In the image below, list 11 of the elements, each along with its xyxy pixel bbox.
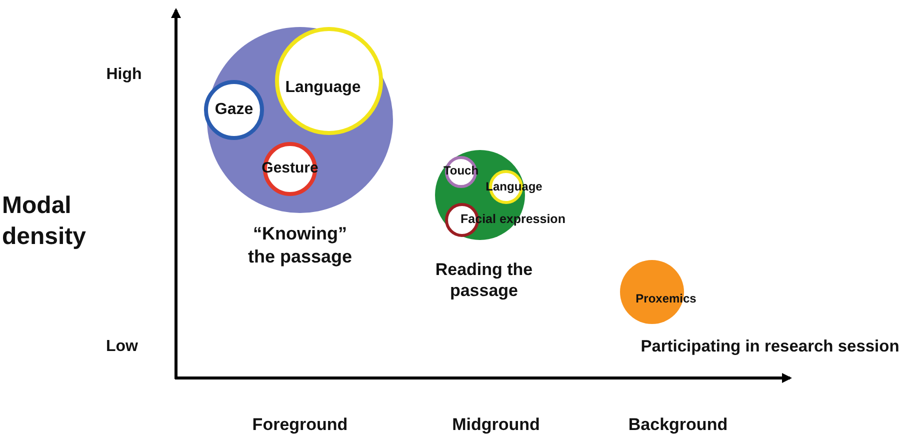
category-label: Midground <box>452 415 540 435</box>
bubble-label: Gaze <box>214 100 254 120</box>
bubble-label: Reading the passage <box>434 258 534 302</box>
axis-tick-label: High <box>106 66 142 84</box>
bubble-caption: Participating in research session <box>640 336 900 358</box>
bubble-label: “Knowing” the passage <box>246 222 354 268</box>
category-label: Background <box>628 415 728 435</box>
category-label: Foreground <box>252 415 348 435</box>
bubble-label: Language <box>285 78 361 98</box>
axis-tick-label: Low <box>106 338 138 356</box>
axis-title: Modal density <box>2 190 88 252</box>
